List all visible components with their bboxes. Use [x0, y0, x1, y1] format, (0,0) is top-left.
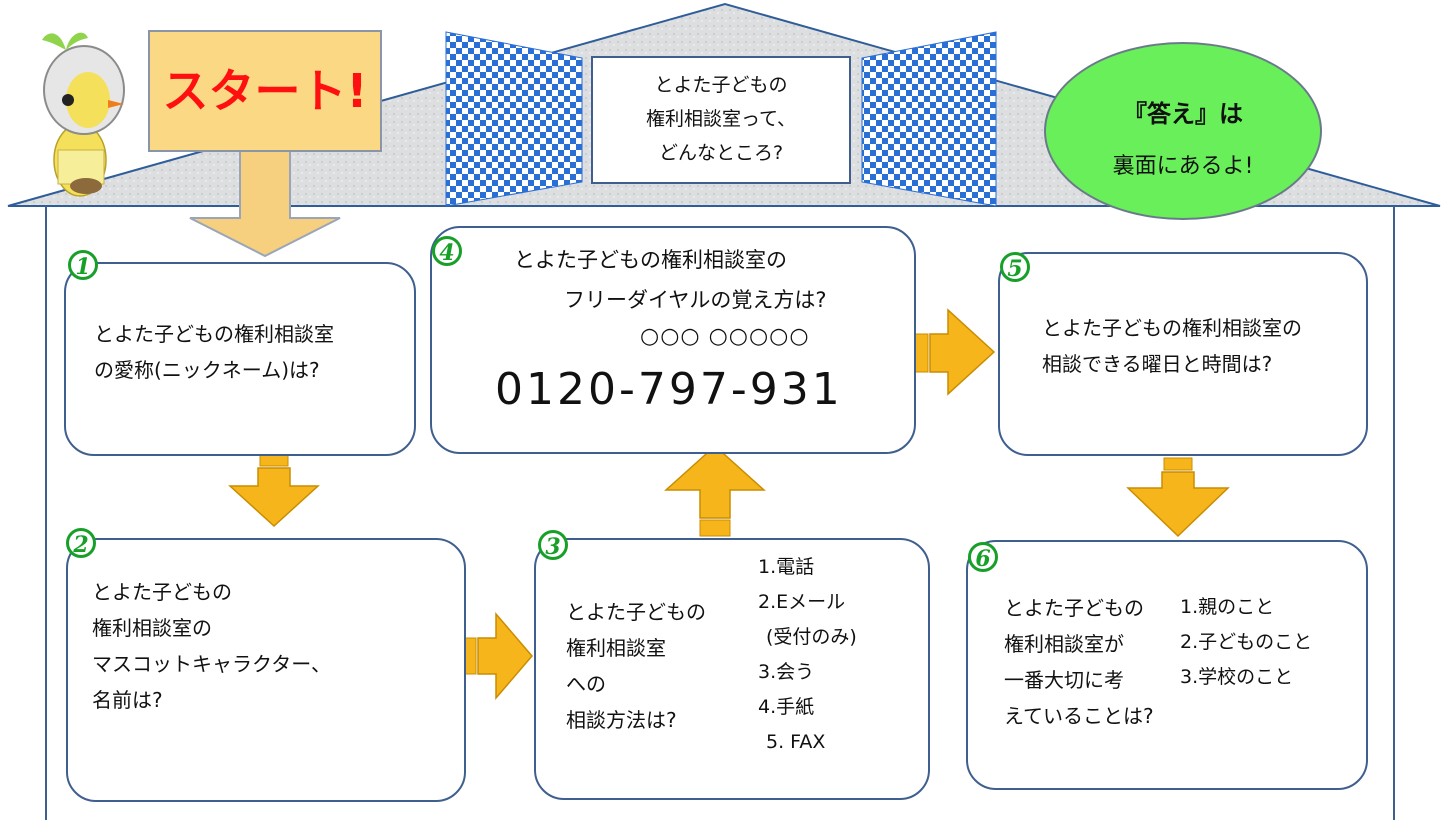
question-line: とよた子どもの権利相談室の	[1042, 316, 1302, 340]
question-line: 相談方法は?	[566, 708, 677, 732]
arrow-q5-to-q6	[1126, 457, 1230, 538]
arrow-q1-to-q2	[228, 451, 320, 528]
question-6-options: 1.親のこと 2.子どものこと 3.学校のこと	[1180, 590, 1312, 695]
option-item: 3.会う	[758, 661, 815, 683]
question-3-options: 1.電話 2.Eメール (受付のみ) 3.会う 4.手紙 5. FAX	[758, 550, 857, 760]
option-item: 2.子どものこと	[1180, 631, 1313, 653]
question-line: とよた子どもの権利相談室	[94, 322, 334, 346]
option-item: 4.手紙	[758, 696, 815, 718]
phone-code-hint: ○○○ ○○○○○	[640, 324, 810, 349]
question-line: 一番大切に考	[1004, 668, 1124, 692]
title-box: とよた子どもの 権利相談室って、 どんなところ?	[591, 56, 851, 184]
question-card-3	[534, 538, 930, 800]
question-number-6: 6	[968, 542, 998, 572]
question-number-2: 2	[66, 528, 96, 558]
question-line: フリーダイヤルの覚え方は?	[564, 288, 827, 312]
mascot-character-icon	[42, 32, 125, 197]
question-line: 権利相談室の	[92, 616, 212, 640]
question-number-1: 1	[68, 250, 98, 280]
start-arrow	[189, 149, 341, 258]
arrow-q2-to-q3	[461, 611, 533, 701]
question-1-text: とよた子どもの権利相談室 の愛称(ニックネーム)は?	[94, 316, 334, 388]
option-item: 2.Eメール	[758, 591, 846, 613]
title-line: どんなところ?	[658, 142, 784, 164]
start-sign: スタート!	[148, 30, 382, 152]
phone-number: 0120-797-931	[495, 364, 843, 415]
question-line: とよた子どもの権利相談室の	[514, 248, 787, 272]
answer-line: 裏面にあるよ!	[1112, 154, 1254, 179]
question-card-2	[66, 538, 466, 802]
question-card-4	[430, 226, 916, 454]
question-line: 名前は?	[92, 688, 163, 712]
question-line: マスコットキャラクター、	[92, 652, 331, 676]
arrow-q4-to-q5	[913, 308, 996, 396]
question-line: とよた子どもの	[566, 600, 706, 624]
answer-line: 『答え』は	[1123, 100, 1243, 128]
question-line: の愛称(ニックネーム)は?	[94, 358, 320, 382]
option-item: 1.電話	[758, 556, 815, 578]
question-number-3: 3	[538, 530, 568, 560]
title-line: とよた子どもの	[654, 74, 788, 96]
question-line: への	[566, 672, 606, 696]
arrow-q3-to-q4	[664, 444, 766, 537]
question-6-text: とよた子どもの 権利相談室が 一番大切に考 えていることは?	[1004, 590, 1154, 734]
question-line: えていることは?	[1004, 704, 1154, 728]
title-line: 権利相談室って、	[645, 108, 797, 130]
question-line: 相談できる曜日と時間は?	[1042, 352, 1273, 376]
answer-bubble: 『答え』は 裏面にあるよ!	[1044, 42, 1322, 220]
question-number-4: 4	[432, 236, 462, 266]
right-checker-panel	[861, 31, 997, 207]
question-2-text: とよた子どもの 権利相談室の マスコットキャラクター、 名前は?	[92, 574, 331, 718]
question-line: とよた子どもの	[92, 580, 232, 604]
question-line: 権利相談室が	[1004, 632, 1124, 656]
question-card-1	[64, 262, 416, 456]
option-item: 5. FAX	[766, 731, 826, 753]
question-card-5	[998, 252, 1368, 456]
question-number-5: 5	[1000, 252, 1030, 282]
question-line: とよた子どもの	[1004, 596, 1144, 620]
question-card-6	[966, 540, 1368, 790]
question-4-text: とよた子どもの権利相談室の フリーダイヤルの覚え方は?	[514, 240, 827, 320]
option-item: 3.学校のこと	[1180, 666, 1294, 688]
question-5-text: とよた子どもの権利相談室の 相談できる曜日と時間は?	[1042, 310, 1302, 382]
question-3-text: とよた子どもの 権利相談室 への 相談方法は?	[566, 594, 706, 738]
question-line: 権利相談室	[566, 636, 666, 660]
option-item: (受付のみ)	[766, 626, 857, 648]
option-item: 1.親のこと	[1180, 596, 1275, 618]
left-checker-panel	[445, 31, 583, 207]
